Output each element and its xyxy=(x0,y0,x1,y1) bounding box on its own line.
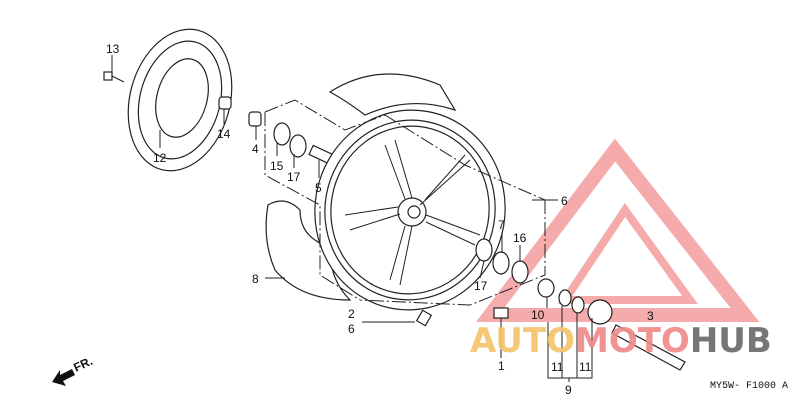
brake-disc xyxy=(127,28,233,172)
washer xyxy=(571,296,585,314)
callout-17: 17 xyxy=(474,279,488,293)
callout-6: 6 xyxy=(561,194,568,208)
bearing xyxy=(289,134,307,158)
speedometer-gearbox xyxy=(587,299,613,325)
callout-2: 2 xyxy=(348,307,355,321)
gear-retainer xyxy=(537,278,555,298)
callout-13: 13 xyxy=(106,42,120,56)
callout-5: 5 xyxy=(315,181,322,195)
rim-band xyxy=(265,200,352,301)
front-direction-arrow: FR. xyxy=(52,354,95,386)
disc-bolt xyxy=(103,71,125,83)
clip xyxy=(493,307,509,319)
callout-12: 12 xyxy=(153,151,167,165)
dust-seal xyxy=(273,122,291,146)
nut xyxy=(218,96,232,110)
washer xyxy=(558,289,572,307)
callout-10: 10 xyxy=(531,308,545,322)
valve xyxy=(415,309,433,327)
watermark-moto: MOTO xyxy=(575,321,690,361)
assembly-outline xyxy=(264,99,546,306)
callout-8: 8 xyxy=(252,272,259,286)
callout-14: 14 xyxy=(217,127,231,141)
callout-7: 7 xyxy=(498,218,505,232)
tire xyxy=(328,73,457,116)
watermark-hub: HUB xyxy=(690,321,772,361)
wheel xyxy=(314,109,506,311)
callout-4: 4 xyxy=(252,142,259,156)
bearing xyxy=(475,238,493,262)
callout-6: 6 xyxy=(348,322,355,336)
axle xyxy=(611,324,686,371)
watermark-wordmark: AUTOMOTOHUB xyxy=(470,321,772,361)
bearing xyxy=(492,251,510,275)
callout-1: 1 xyxy=(498,359,505,373)
callout-9: 9 xyxy=(565,383,572,397)
leader-lines xyxy=(111,55,593,382)
drawing-code: MY5W- F1000 A xyxy=(710,381,788,392)
callout-11: 11 xyxy=(579,360,592,374)
callout-11: 11 xyxy=(551,360,564,374)
dust-seal xyxy=(511,260,529,284)
callout-15: 15 xyxy=(270,159,284,173)
watermark-triangle xyxy=(475,138,760,322)
front-label: FR. xyxy=(71,354,94,375)
callout-17: 17 xyxy=(287,170,301,184)
callouts: 13 12 14 4 15 17 5 8 2 6 6 7 16 17 10 11… xyxy=(106,42,654,397)
callout-16: 16 xyxy=(513,231,527,245)
watermark-auto: AUTO xyxy=(470,321,575,361)
callout-3: 3 xyxy=(647,309,654,323)
collar xyxy=(248,111,262,127)
watermark-logo: AUTOMOTOHUB xyxy=(470,321,772,361)
